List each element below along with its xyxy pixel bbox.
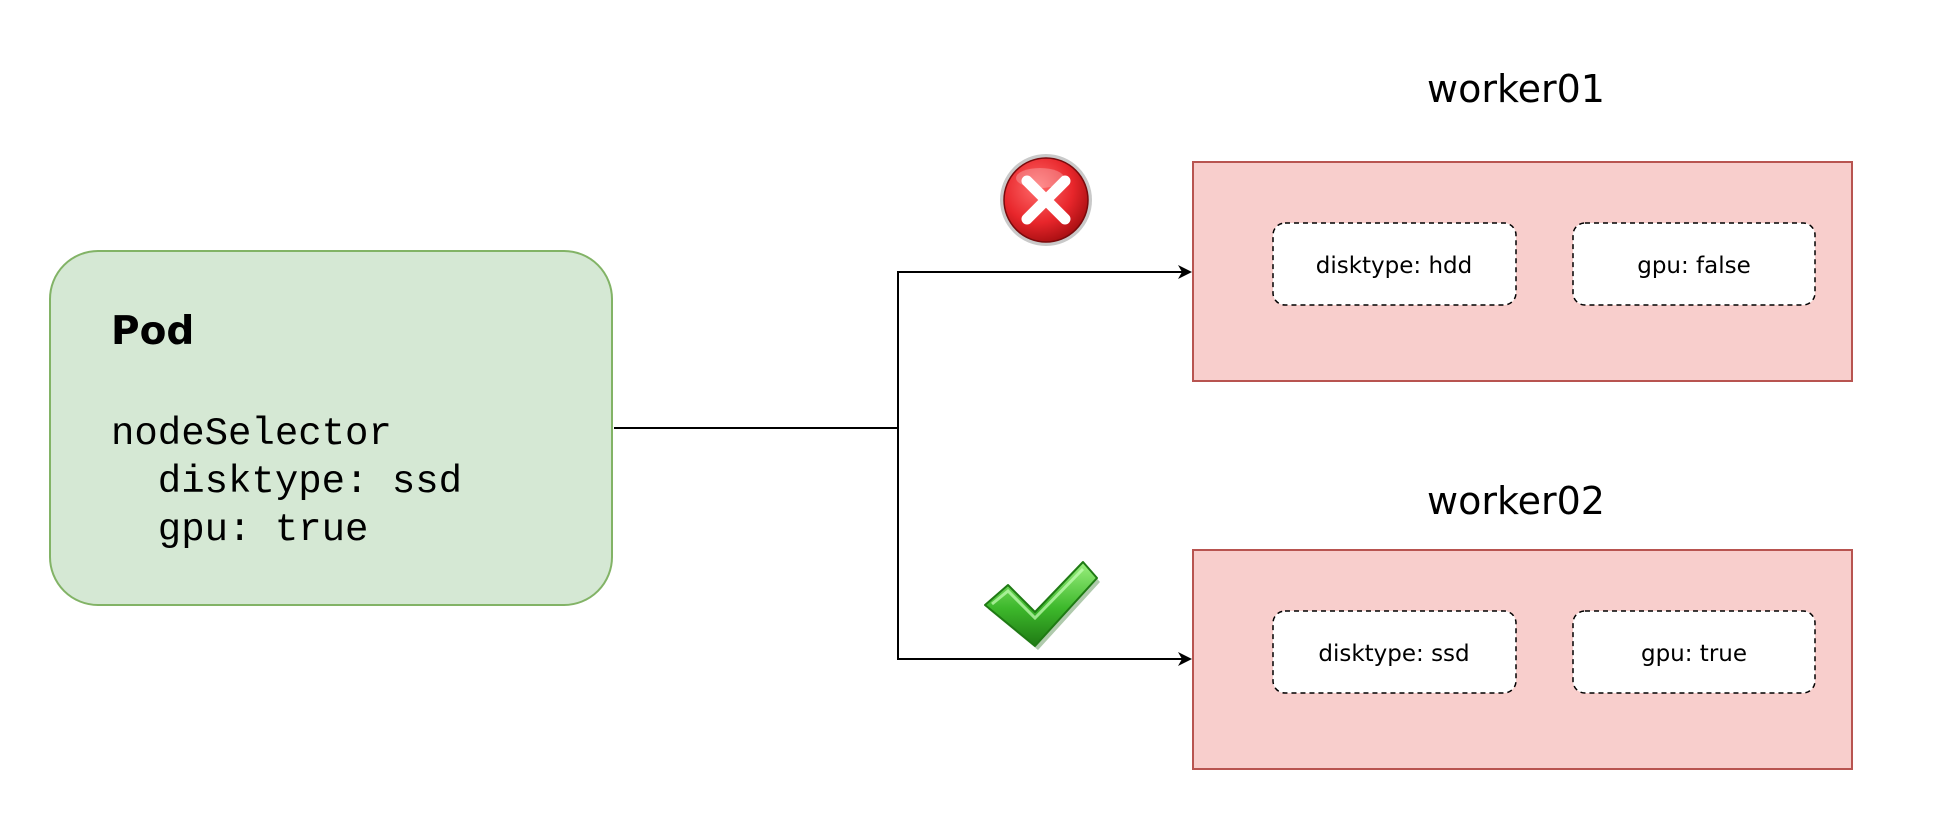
worker02-title: worker02 bbox=[1427, 479, 1605, 523]
worker02-label-box-gpu bbox=[1572, 610, 1816, 694]
worker01-label-box-disktype bbox=[1272, 222, 1517, 306]
worker01-label-disktype: disktype: hdd bbox=[1316, 253, 1473, 279]
pod-selector-gpu: gpu: true bbox=[111, 508, 368, 552]
pod-selector-disktype: disktype: ssd bbox=[111, 460, 462, 504]
pod-box-background bbox=[49, 250, 613, 606]
connector-to-worker01 bbox=[897, 265, 1192, 428]
worker02-label-disktype: disktype: ssd bbox=[1318, 641, 1469, 667]
cross-icon bbox=[1000, 154, 1092, 246]
check-icon bbox=[984, 561, 1100, 650]
pod-box: Pod nodeSelector disktype: ssd gpu: true bbox=[49, 250, 613, 606]
worker01-label-gpu: gpu: false bbox=[1637, 253, 1751, 279]
worker01-label-box-gpu bbox=[1572, 222, 1816, 306]
pod-title: Pod bbox=[111, 309, 194, 354]
worker02-label-box-disktype bbox=[1272, 610, 1517, 694]
worker01-node: worker01 disktype: hdd gpu: false bbox=[1192, 67, 1853, 382]
worker02-node: worker02 disktype: ssd gpu: true bbox=[1192, 479, 1853, 770]
connector-to-worker02 bbox=[897, 428, 1192, 666]
pod-selector-key: nodeSelector bbox=[111, 412, 392, 456]
worker01-title: worker01 bbox=[1427, 67, 1605, 111]
connectors bbox=[614, 265, 1192, 666]
worker02-label-gpu: gpu: true bbox=[1641, 641, 1747, 667]
